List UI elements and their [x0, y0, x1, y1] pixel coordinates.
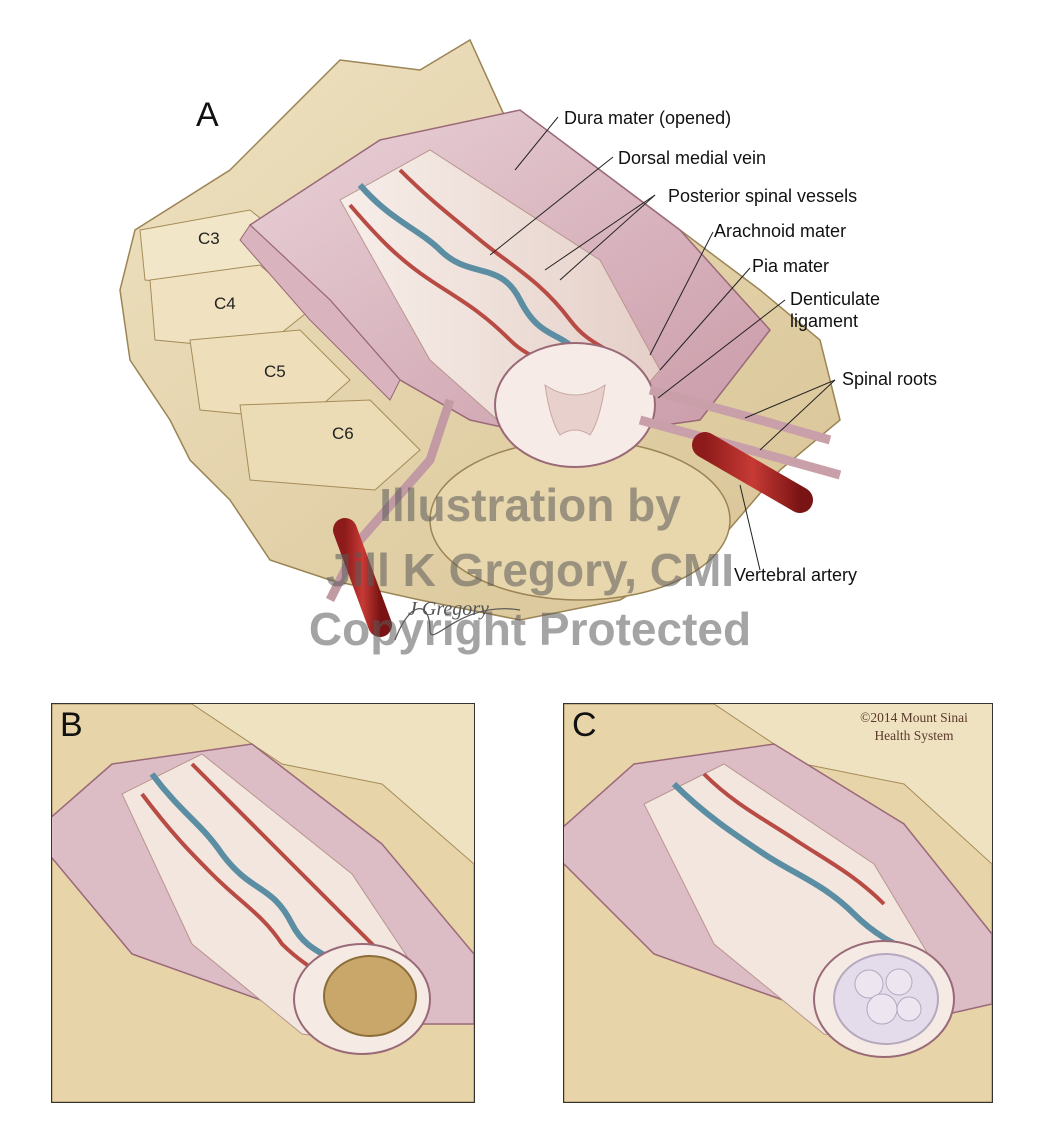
vertebral-artery-right [692, 432, 813, 513]
gray-matter [544, 383, 606, 436]
panel-a-illustration [119, 38, 842, 641]
panel-b-letter: B [60, 706, 83, 744]
vertebra-c3-label: C3 [198, 229, 220, 248]
label-dorsal-medial-vein: Dorsal medial vein [618, 148, 767, 168]
panel-c-letter: C [572, 706, 597, 744]
leader-lines [489, 116, 836, 571]
watermark-line-2: Jill K Gregory, CMI [325, 544, 735, 596]
panel-b: B [51, 703, 475, 1103]
label-vertebral-artery: Vertebral artery [734, 565, 858, 585]
label-spinal-roots: Spinal roots [842, 369, 938, 389]
signature: J Gregory [408, 598, 489, 620]
spinal-root-lower [638, 415, 842, 480]
vertebra-c6-label: C6 [332, 424, 354, 443]
watermark-line-1: Illustration by [379, 479, 681, 531]
vein [149, 772, 355, 977]
panel-a: A C3 C4 C5 C6 Dura mater (opened) Dorsal… [119, 38, 938, 655]
vertebra-c5-label: C5 [264, 362, 286, 381]
spinal-root-upper [648, 385, 832, 445]
panel-c: C ©2014 Mount Sinai Health System [563, 703, 993, 1103]
dorsal-medial-vein [357, 183, 583, 357]
syrinx-cavity [323, 955, 417, 1037]
vertebral-artery-left [333, 518, 392, 637]
vertebra-c4-body [149, 264, 311, 351]
label-denticulate-line1: Denticulate [790, 289, 881, 309]
artery-right [190, 762, 384, 956]
watermark-line-3: Copyright Protected [308, 603, 752, 655]
nerve-root-left [325, 398, 455, 603]
label-denticulate-line2: ligament [790, 311, 859, 331]
posterior-spinal-vessel-right [398, 168, 617, 357]
vertebra-c6-body [239, 399, 421, 491]
signature-flourish [394, 608, 521, 641]
label-arachnoid-mater: Arachnoid mater [714, 221, 847, 241]
dura-left-flap [239, 224, 401, 401]
vertebra-c4-label: C4 [214, 294, 236, 313]
vertebra-c5-body [189, 329, 351, 421]
artery [702, 772, 886, 906]
label-pia-mater: Pia mater [752, 256, 830, 276]
vein [671, 781, 916, 957]
artery-left [140, 792, 339, 986]
copyright-line-1: ©2014 Mount Sinai [860, 710, 968, 725]
panel-c-illustration [564, 704, 992, 1102]
label-posterior-spinal-vessels: Posterior spinal vessels [668, 186, 858, 206]
panel-a-letter: A [196, 96, 219, 134]
copyright-line-2: Health System [874, 728, 954, 743]
panel-b-illustration [52, 704, 474, 1102]
label-dura-mater: Dura mater (opened) [564, 108, 732, 128]
